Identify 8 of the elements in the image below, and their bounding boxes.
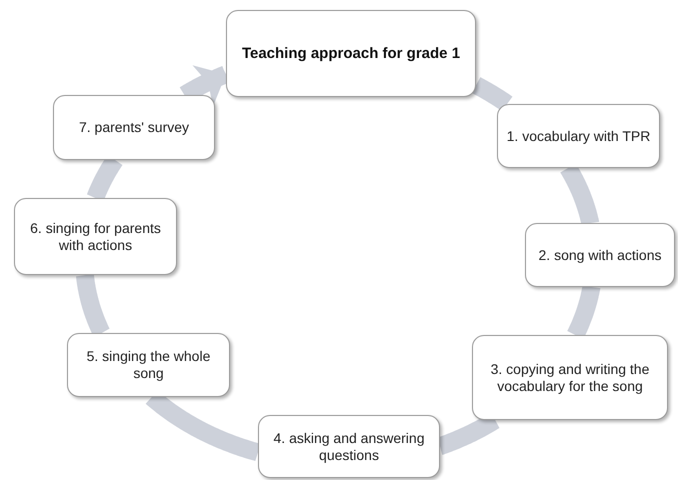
step-box: 3. copying and writing the vocabulary for the song <box>472 335 668 420</box>
step-box: 5. singing the whole song <box>67 333 230 397</box>
step-box: 2. song with actions <box>525 223 675 287</box>
step-box: 1. vocabulary with TPR <box>497 104 660 168</box>
step-box: 4. asking and answering questions <box>258 415 440 478</box>
step-box: 7. parents' survey <box>53 95 215 160</box>
step-box: Teaching approach for grade 1 <box>226 10 476 97</box>
step-box: 6. singing for parents with actions <box>14 198 177 275</box>
